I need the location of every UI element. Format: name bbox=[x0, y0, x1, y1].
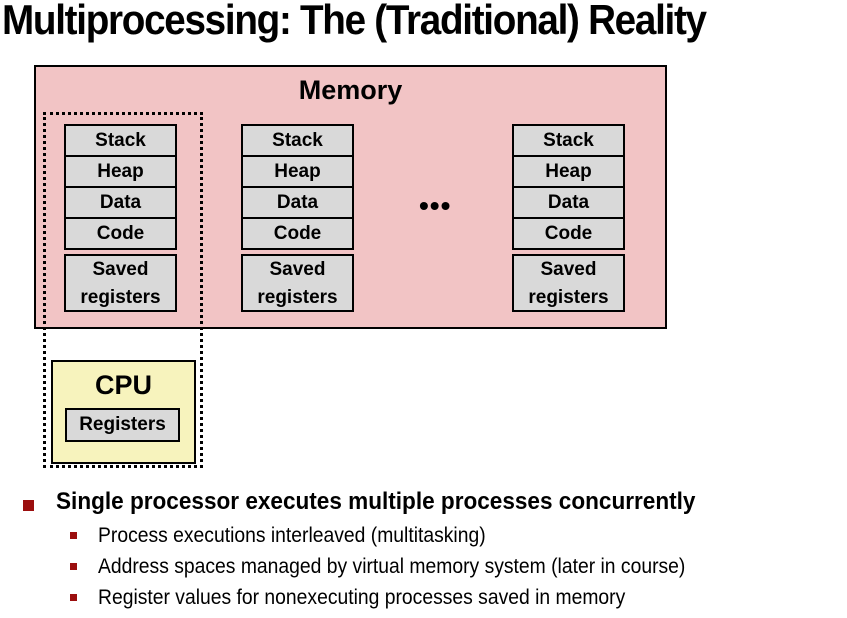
ellipsis-more-processes: ••• bbox=[419, 190, 452, 221]
bullet-main-text: Single processor executes multiple proce… bbox=[56, 488, 696, 515]
sub-bullet-square-icon bbox=[70, 532, 77, 539]
bullet-square-icon bbox=[23, 500, 34, 511]
segment-code: Code bbox=[241, 217, 354, 250]
segment-heap: Heap bbox=[512, 155, 625, 188]
segment-data: Data bbox=[241, 186, 354, 219]
process-address-space-1: Stack Heap Data Code Saved registers bbox=[64, 124, 177, 312]
sub-bullet: Register values for nonexecuting process… bbox=[0, 582, 847, 613]
segment-heap: Heap bbox=[241, 155, 354, 188]
memory-box: Memory Stack Heap Data Code Saved regist… bbox=[34, 65, 667, 329]
memory-label: Memory bbox=[298, 75, 403, 105]
sub-bullet-text: Register values for nonexecuting process… bbox=[98, 586, 626, 609]
current-process-dotted-outline bbox=[43, 112, 203, 468]
bullet-list: Single processor executes multiple proce… bbox=[0, 488, 847, 613]
sub-bullet-text: Address spaces managed by virtual memory… bbox=[98, 555, 686, 578]
sub-bullet: Address spaces managed by virtual memory… bbox=[0, 551, 847, 582]
segment-heap: Heap bbox=[64, 155, 177, 188]
segment-code: Code bbox=[512, 217, 625, 250]
segment-code: Code bbox=[64, 217, 177, 250]
saved-registers: Saved registers bbox=[512, 254, 625, 312]
segment-data: Data bbox=[512, 186, 625, 219]
saved-registers-line-1: Saved bbox=[540, 259, 597, 280]
segment-stack: Stack bbox=[241, 124, 354, 157]
sub-bullet-text: Process executions interleaved (multitas… bbox=[98, 524, 486, 547]
sub-bullet-square-icon bbox=[70, 563, 77, 570]
cpu-registers: Registers bbox=[65, 408, 180, 442]
slide-title: Multiprocessing: The (Traditional) Reali… bbox=[2, 0, 707, 43]
saved-registers-line-2: registers bbox=[257, 287, 338, 308]
saved-registers-line-1: Saved bbox=[269, 259, 326, 280]
cpu-box: CPU Registers bbox=[51, 360, 196, 464]
process-address-space-3: Stack Heap Data Code Saved registers bbox=[512, 124, 625, 312]
sub-bullet: Process executions interleaved (multitas… bbox=[0, 520, 847, 551]
saved-registers: Saved registers bbox=[64, 254, 177, 312]
saved-registers: Saved registers bbox=[241, 254, 354, 312]
saved-registers-line-1: Saved bbox=[92, 259, 149, 280]
bullet-main: Single processor executes multiple proce… bbox=[0, 488, 847, 520]
process-address-space-2: Stack Heap Data Code Saved registers bbox=[241, 124, 354, 312]
saved-registers-line-2: registers bbox=[80, 287, 161, 308]
cpu-label: CPU bbox=[94, 370, 152, 400]
saved-registers-line-2: registers bbox=[528, 287, 609, 308]
segment-stack: Stack bbox=[512, 124, 625, 157]
sub-bullet-square-icon bbox=[70, 594, 77, 601]
